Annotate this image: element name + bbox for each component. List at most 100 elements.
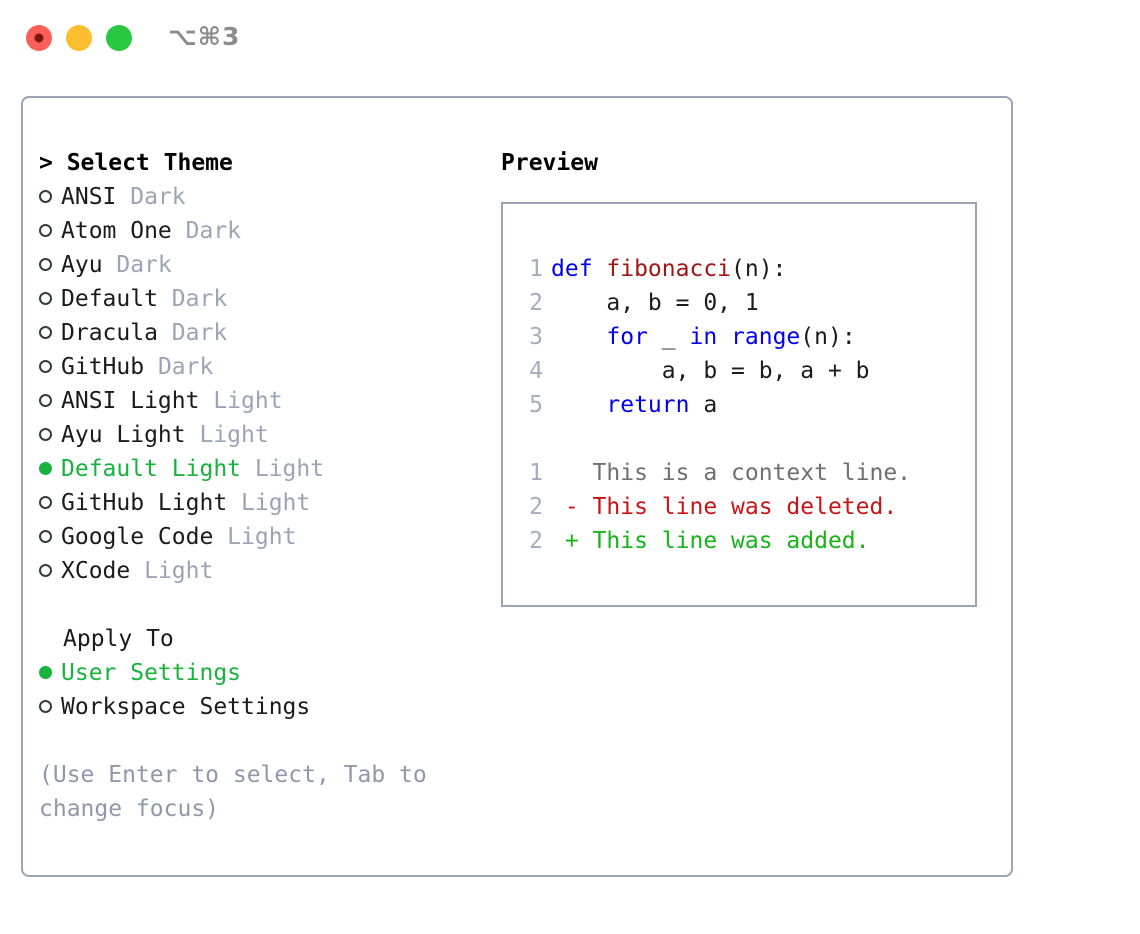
keyboard-shortcut-label: ⌥⌘3 xyxy=(168,22,241,51)
apply-to-item[interactable]: User Settings xyxy=(39,656,469,690)
code-token: - This line was deleted. xyxy=(551,494,898,520)
code-token: + This line was added. xyxy=(551,528,870,554)
theme-mode-badge: Dark xyxy=(157,320,228,346)
code-line: 5 return a xyxy=(519,388,969,422)
line-number: 3 xyxy=(529,324,543,350)
theme-mode-badge: Dark xyxy=(144,354,214,380)
hint-spacer xyxy=(39,724,469,758)
code-token: fibonacci xyxy=(606,256,732,282)
radio-unselected-icon xyxy=(39,690,61,724)
code-token xyxy=(551,392,606,418)
code-token: a xyxy=(689,392,718,418)
theme-mode-badge: Light xyxy=(241,456,325,482)
preview-title: Preview xyxy=(501,150,598,176)
radio-unselected-icon xyxy=(39,418,61,452)
theme-item-label: XCode xyxy=(61,558,131,584)
radio-unselected-icon xyxy=(39,316,61,350)
code-token: return xyxy=(606,392,690,418)
radio-unselected-icon xyxy=(39,214,61,248)
theme-item[interactable]: ANSI Dark xyxy=(39,180,469,214)
theme-item[interactable]: Default Light Light xyxy=(39,452,469,486)
diff-sample: 1 This is a context line.2 - This line w… xyxy=(519,456,969,558)
code-token: This is a context line. xyxy=(551,460,912,486)
code-token xyxy=(551,324,606,350)
help-hint-text: (Use Enter to select, Tab to change focu… xyxy=(39,762,427,822)
line-number: 2 xyxy=(529,528,543,554)
apply-to-item-label: User Settings xyxy=(61,660,242,686)
line-number: 4 xyxy=(529,358,543,384)
theme-mode-badge: Light xyxy=(213,524,297,550)
theme-item[interactable]: GitHub Light Light xyxy=(39,486,469,520)
radio-unselected-icon xyxy=(39,486,61,520)
theme-mode-badge: Dark xyxy=(171,218,242,244)
code-line: 2 a, b = 0, 1 xyxy=(519,286,969,320)
theme-item[interactable]: Dracula Dark xyxy=(39,316,469,350)
theme-item[interactable]: Ayu Light Light xyxy=(39,418,469,452)
code-line: 3 for _ in range(n): xyxy=(519,320,969,354)
theme-item[interactable]: Ayu Dark xyxy=(39,248,469,282)
theme-item-label: Atom One xyxy=(61,218,172,244)
minimize-button[interactable] xyxy=(66,25,92,51)
radio-unselected-icon xyxy=(39,282,61,316)
theme-item[interactable]: Default Dark xyxy=(39,282,469,316)
diff-line: 2 - This line was deleted. xyxy=(519,490,969,524)
theme-item[interactable]: Google Code Light xyxy=(39,520,469,554)
apply-to-heading: Apply To xyxy=(63,626,174,652)
close-button[interactable] xyxy=(26,25,52,51)
code-token xyxy=(717,324,731,350)
line-number: 2 xyxy=(529,494,543,520)
theme-item[interactable]: GitHub Dark xyxy=(39,350,469,384)
theme-mode-badge: Light xyxy=(227,490,311,516)
code-token: (n): xyxy=(800,324,856,350)
diff-line: 1 This is a context line. xyxy=(519,456,969,490)
theme-item-label: Dracula xyxy=(61,320,158,346)
theme-item[interactable]: XCode Light xyxy=(39,554,469,588)
theme-mode-badge: Light xyxy=(185,422,269,448)
theme-item-label: Google Code xyxy=(61,524,214,550)
line-number: 5 xyxy=(529,392,543,418)
theme-item[interactable]: ANSI Light Light xyxy=(39,384,469,418)
diff-line: 2 + This line was added. xyxy=(519,524,969,558)
theme-item-label: GitHub Light xyxy=(61,490,228,516)
radio-unselected-icon xyxy=(39,384,61,418)
code-token: def xyxy=(551,256,607,282)
list-spacer xyxy=(39,588,469,622)
code-token: in xyxy=(689,324,718,350)
theme-mode-badge: Dark xyxy=(116,184,186,210)
theme-item-label: Ayu Light xyxy=(61,422,186,448)
theme-item-label: Default xyxy=(61,286,158,312)
code-token: range xyxy=(731,324,801,350)
code-diff-spacer xyxy=(519,422,969,456)
window-controls xyxy=(26,25,132,51)
radio-unselected-icon xyxy=(39,520,61,554)
code-token: (n): xyxy=(731,256,787,282)
theme-item[interactable]: Atom One Dark xyxy=(39,214,469,248)
radio-selected-icon xyxy=(39,452,61,486)
maximize-button[interactable] xyxy=(106,25,132,51)
theme-item-label: Default Light xyxy=(61,456,242,482)
radio-unselected-icon xyxy=(39,554,61,588)
radio-unselected-icon xyxy=(39,180,61,214)
theme-mode-badge: Dark xyxy=(157,286,228,312)
line-number: 2 xyxy=(529,290,543,316)
theme-mode-badge: Light xyxy=(199,388,283,414)
theme-item-label: Ayu xyxy=(61,252,103,278)
code-token: a, b = b, a + b xyxy=(551,358,870,384)
code-token: a, b = 0, 1 xyxy=(551,290,759,316)
theme-mode-badge: Light xyxy=(130,558,214,584)
select-theme-heading: > Select Theme xyxy=(39,150,233,176)
apply-to-item[interactable]: Workspace Settings xyxy=(39,690,469,724)
radio-unselected-icon xyxy=(39,350,61,384)
code-token: for xyxy=(606,324,648,350)
radio-unselected-icon xyxy=(39,248,61,282)
title-bar: ⌥⌘3 xyxy=(0,0,1140,78)
apply-to-item-label: Workspace Settings xyxy=(61,694,311,720)
